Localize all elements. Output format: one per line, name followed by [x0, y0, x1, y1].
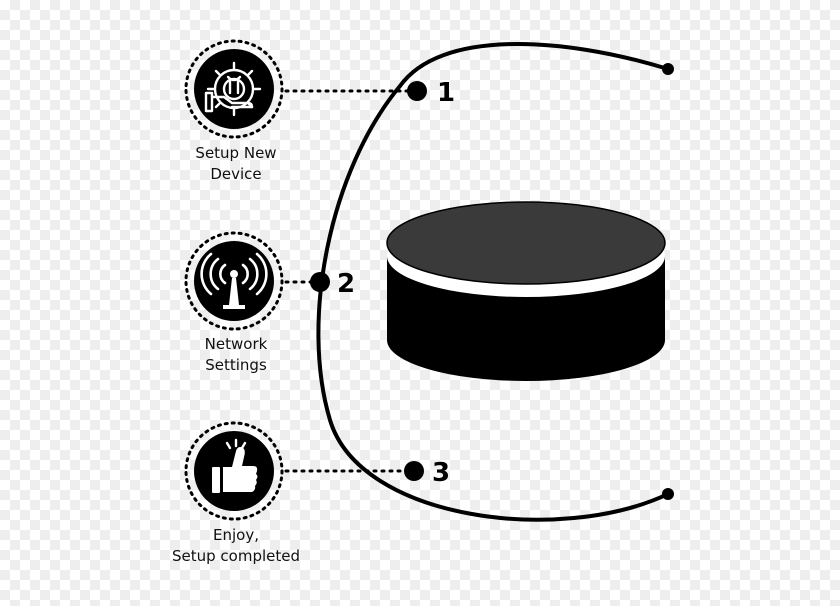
step-label-1-line-2: Device — [210, 165, 262, 183]
step-label-1-line-1: Setup New — [195, 144, 277, 162]
smart-speaker-icon — [386, 201, 666, 381]
step-number-2: 2 — [337, 269, 355, 299]
step-node-1 — [407, 81, 427, 101]
arc-end-dot-bottom — [662, 488, 674, 500]
step-label-3-line-2: Setup completed — [171, 547, 300, 565]
step-label-3: Enjoy, Setup completed — [151, 525, 321, 567]
step-label-2-line-2: Settings — [205, 356, 267, 374]
step-label-2: Network Settings — [151, 334, 321, 376]
step-label-3-line-1: Enjoy, — [213, 526, 259, 544]
step-number-1: 1 — [437, 78, 455, 108]
speaker-top — [386, 201, 666, 285]
arc-end-dot-top — [662, 63, 674, 75]
thumbs-up-icon — [184, 421, 284, 521]
step-node-2 — [310, 272, 330, 292]
step-node-3 — [404, 461, 424, 481]
step-label-2-line-1: Network — [204, 335, 268, 353]
gear-wrench-hand-icon — [184, 39, 284, 139]
step-label-1: Setup New Device — [151, 143, 321, 185]
step-number-3: 3 — [432, 458, 450, 488]
antenna-signal-icon — [184, 231, 284, 331]
